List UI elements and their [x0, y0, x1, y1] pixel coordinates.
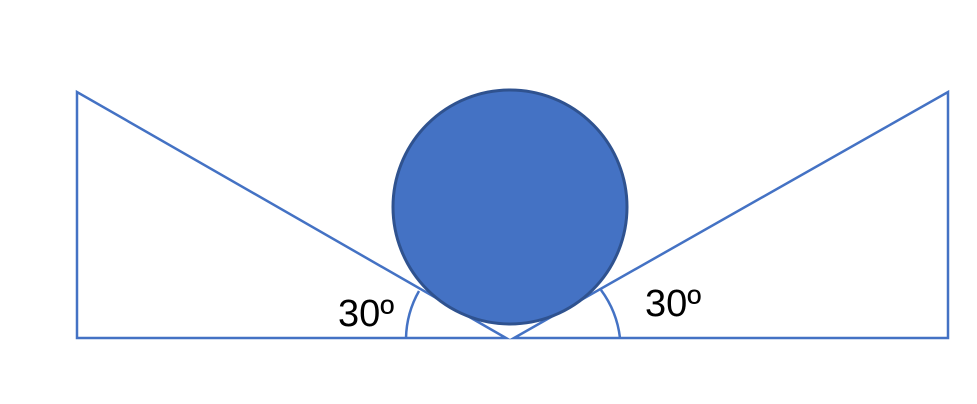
left-wedge — [75, 89, 511, 340]
right-wedge — [509, 89, 950, 340]
left-angle-label: 30º — [338, 293, 394, 335]
left-angle-arc — [404, 290, 421, 339]
right-angle-label: 30º — [645, 283, 701, 325]
right-angle-arc — [599, 289, 622, 339]
ball — [391, 88, 629, 326]
